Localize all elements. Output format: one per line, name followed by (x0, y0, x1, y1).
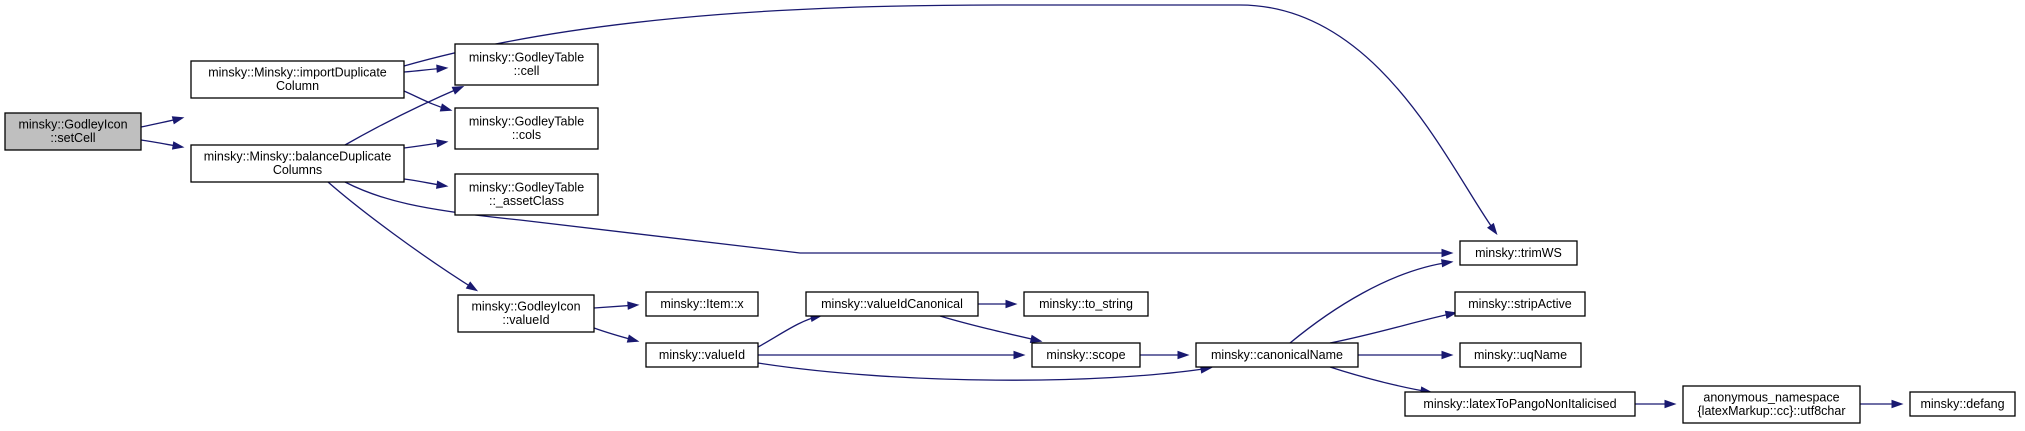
node-label: Columns (273, 163, 322, 177)
node-label: minsky::GodleyIcon (18, 118, 127, 132)
node-label: ::cell (514, 64, 540, 78)
node-box (4, 112, 142, 151)
node-label: minsky::canonicalName (1211, 348, 1343, 362)
node-valueIdIcon[interactable]: minsky::GodleyIcon::valueId (457, 294, 595, 333)
node-box (1031, 342, 1141, 368)
node-label: minsky::GodleyTable (469, 115, 584, 129)
edge-valueId-to-valueIdCanonical (757, 315, 821, 348)
node-label: minsky::uqName (1474, 348, 1567, 362)
node-label: {latexMarkup::cc}::utf8char (1698, 404, 1846, 418)
node-label: ::cols (512, 128, 541, 142)
node-label: minsky::trimWS (1475, 246, 1562, 260)
arrowhead-stripActive (1444, 310, 1458, 319)
node-box (454, 107, 599, 150)
node-label: ::setCell (50, 131, 95, 145)
node-label: minsky::valueIdCanonical (821, 297, 963, 311)
node-valueId[interactable]: minsky::valueId (645, 342, 759, 368)
arrowhead-toString (1005, 299, 1018, 309)
arrowhead-valueIdIcon (465, 281, 479, 292)
node-trimWS[interactable]: minsky::trimWS (1459, 240, 1578, 266)
node-label: Column (276, 79, 319, 93)
node-box (190, 60, 405, 99)
edge-balanceDuplicateColumns-to-trimWS (344, 181, 1451, 254)
edge-valueId-to-canonicalName (757, 362, 1211, 381)
node-box (1023, 291, 1149, 317)
node-assetClass[interactable]: minsky::GodleyTable::_assetClass (454, 173, 599, 216)
edge-balanceDuplicateColumns-to-valueIdIcon (327, 181, 477, 291)
node-box (1454, 291, 1586, 317)
arrowhead-itemX (627, 301, 640, 310)
node-label: minsky::Minsky::balanceDuplicate (204, 150, 392, 164)
node-cell[interactable]: minsky::GodleyTable::cell (454, 43, 599, 86)
arrowhead-utf8char (1664, 399, 1677, 409)
node-label: minsky::latexToPangoNonItalicised (1423, 397, 1616, 411)
node-box (645, 342, 759, 368)
arrowhead-scope (1013, 350, 1026, 360)
node-label: minsky::GodleyTable (469, 51, 584, 65)
arrowhead-cols (436, 139, 449, 148)
node-box (1195, 342, 1359, 368)
node-cols[interactable]: minsky::GodleyTable::cols (454, 107, 599, 150)
node-box (1459, 240, 1578, 266)
arrowhead-uqName (1441, 350, 1454, 360)
node-label: ::valueId (502, 313, 549, 327)
node-uqName[interactable]: minsky::uqName (1459, 342, 1582, 368)
node-label: minsky::Item::x (660, 297, 744, 311)
node-latexToPango[interactable]: minsky::latexToPangoNonItalicised (1404, 391, 1636, 417)
arrowhead-canonicalName (1177, 350, 1190, 360)
edge-balanceDuplicateColumns-to-cell (344, 86, 463, 146)
node-label: anonymous_namespace (1703, 391, 1839, 405)
node-box (454, 43, 599, 86)
node-label: minsky::to_string (1039, 297, 1133, 311)
node-label: minsky::defang (1920, 397, 2004, 411)
edge-canonicalName-to-trimWS (1289, 261, 1452, 344)
node-box (1459, 342, 1582, 368)
arrowhead-importDuplicateColumn (171, 116, 185, 125)
node-label: minsky::GodleyIcon (471, 300, 580, 314)
node-setCell[interactable]: minsky::GodleyIcon::setCell (4, 112, 142, 151)
arrowhead-cell (451, 86, 465, 95)
arrowhead-balanceDuplicateColumns (171, 141, 185, 150)
edge-canonicalName-to-stripActive (1329, 312, 1456, 344)
node-box (457, 294, 595, 333)
arrowhead-assetClass (436, 180, 449, 189)
node-label: minsky::Minsky::importDuplicate (208, 66, 387, 80)
node-box (1909, 391, 2016, 417)
node-utf8char[interactable]: anonymous_namespace{latexMarkup::cc}::ut… (1682, 385, 1861, 424)
node-label: ::_assetClass (489, 194, 564, 208)
node-box (805, 291, 979, 317)
edge-valueIdCanonical-to-scope (939, 315, 1041, 342)
node-itemX[interactable]: minsky::Item::x (645, 291, 759, 317)
node-box (645, 291, 759, 317)
node-valueIdCanonical[interactable]: minsky::valueIdCanonical (805, 291, 979, 317)
node-toString[interactable]: minsky::to_string (1023, 291, 1149, 317)
arrowhead-trimWS (1487, 222, 1498, 236)
node-canonicalName[interactable]: minsky::canonicalName (1195, 342, 1359, 368)
arrowhead-scope (1029, 334, 1043, 343)
node-box (1682, 385, 1861, 424)
node-label: minsky::stripActive (1468, 297, 1572, 311)
edge-canonicalName-to-latexToPango (1329, 366, 1431, 393)
arrowhead-valueId (626, 334, 640, 343)
node-label: minsky::valueId (659, 348, 745, 362)
node-box (454, 173, 599, 216)
arrowhead-trimWS (1441, 248, 1454, 258)
node-box (190, 144, 405, 183)
edge-layer (140, 4, 1904, 409)
arrowhead-defang (1891, 399, 1904, 409)
node-stripActive[interactable]: minsky::stripActive (1454, 291, 1586, 317)
node-box (1404, 391, 1636, 417)
edge-importDuplicateColumn-to-trimWS (403, 4, 1497, 234)
node-defang[interactable]: minsky::defang (1909, 391, 2016, 417)
node-label: minsky::GodleyTable (469, 181, 584, 195)
arrowhead-trimWS (1441, 259, 1454, 268)
node-layer: minsky::GodleyIcon::setCellminsky::Minsk… (4, 43, 2016, 424)
arrowhead-cell (436, 64, 449, 73)
node-label: minsky::scope (1046, 348, 1125, 362)
arrowhead-cols (439, 103, 453, 112)
node-scope[interactable]: minsky::scope (1031, 342, 1141, 368)
